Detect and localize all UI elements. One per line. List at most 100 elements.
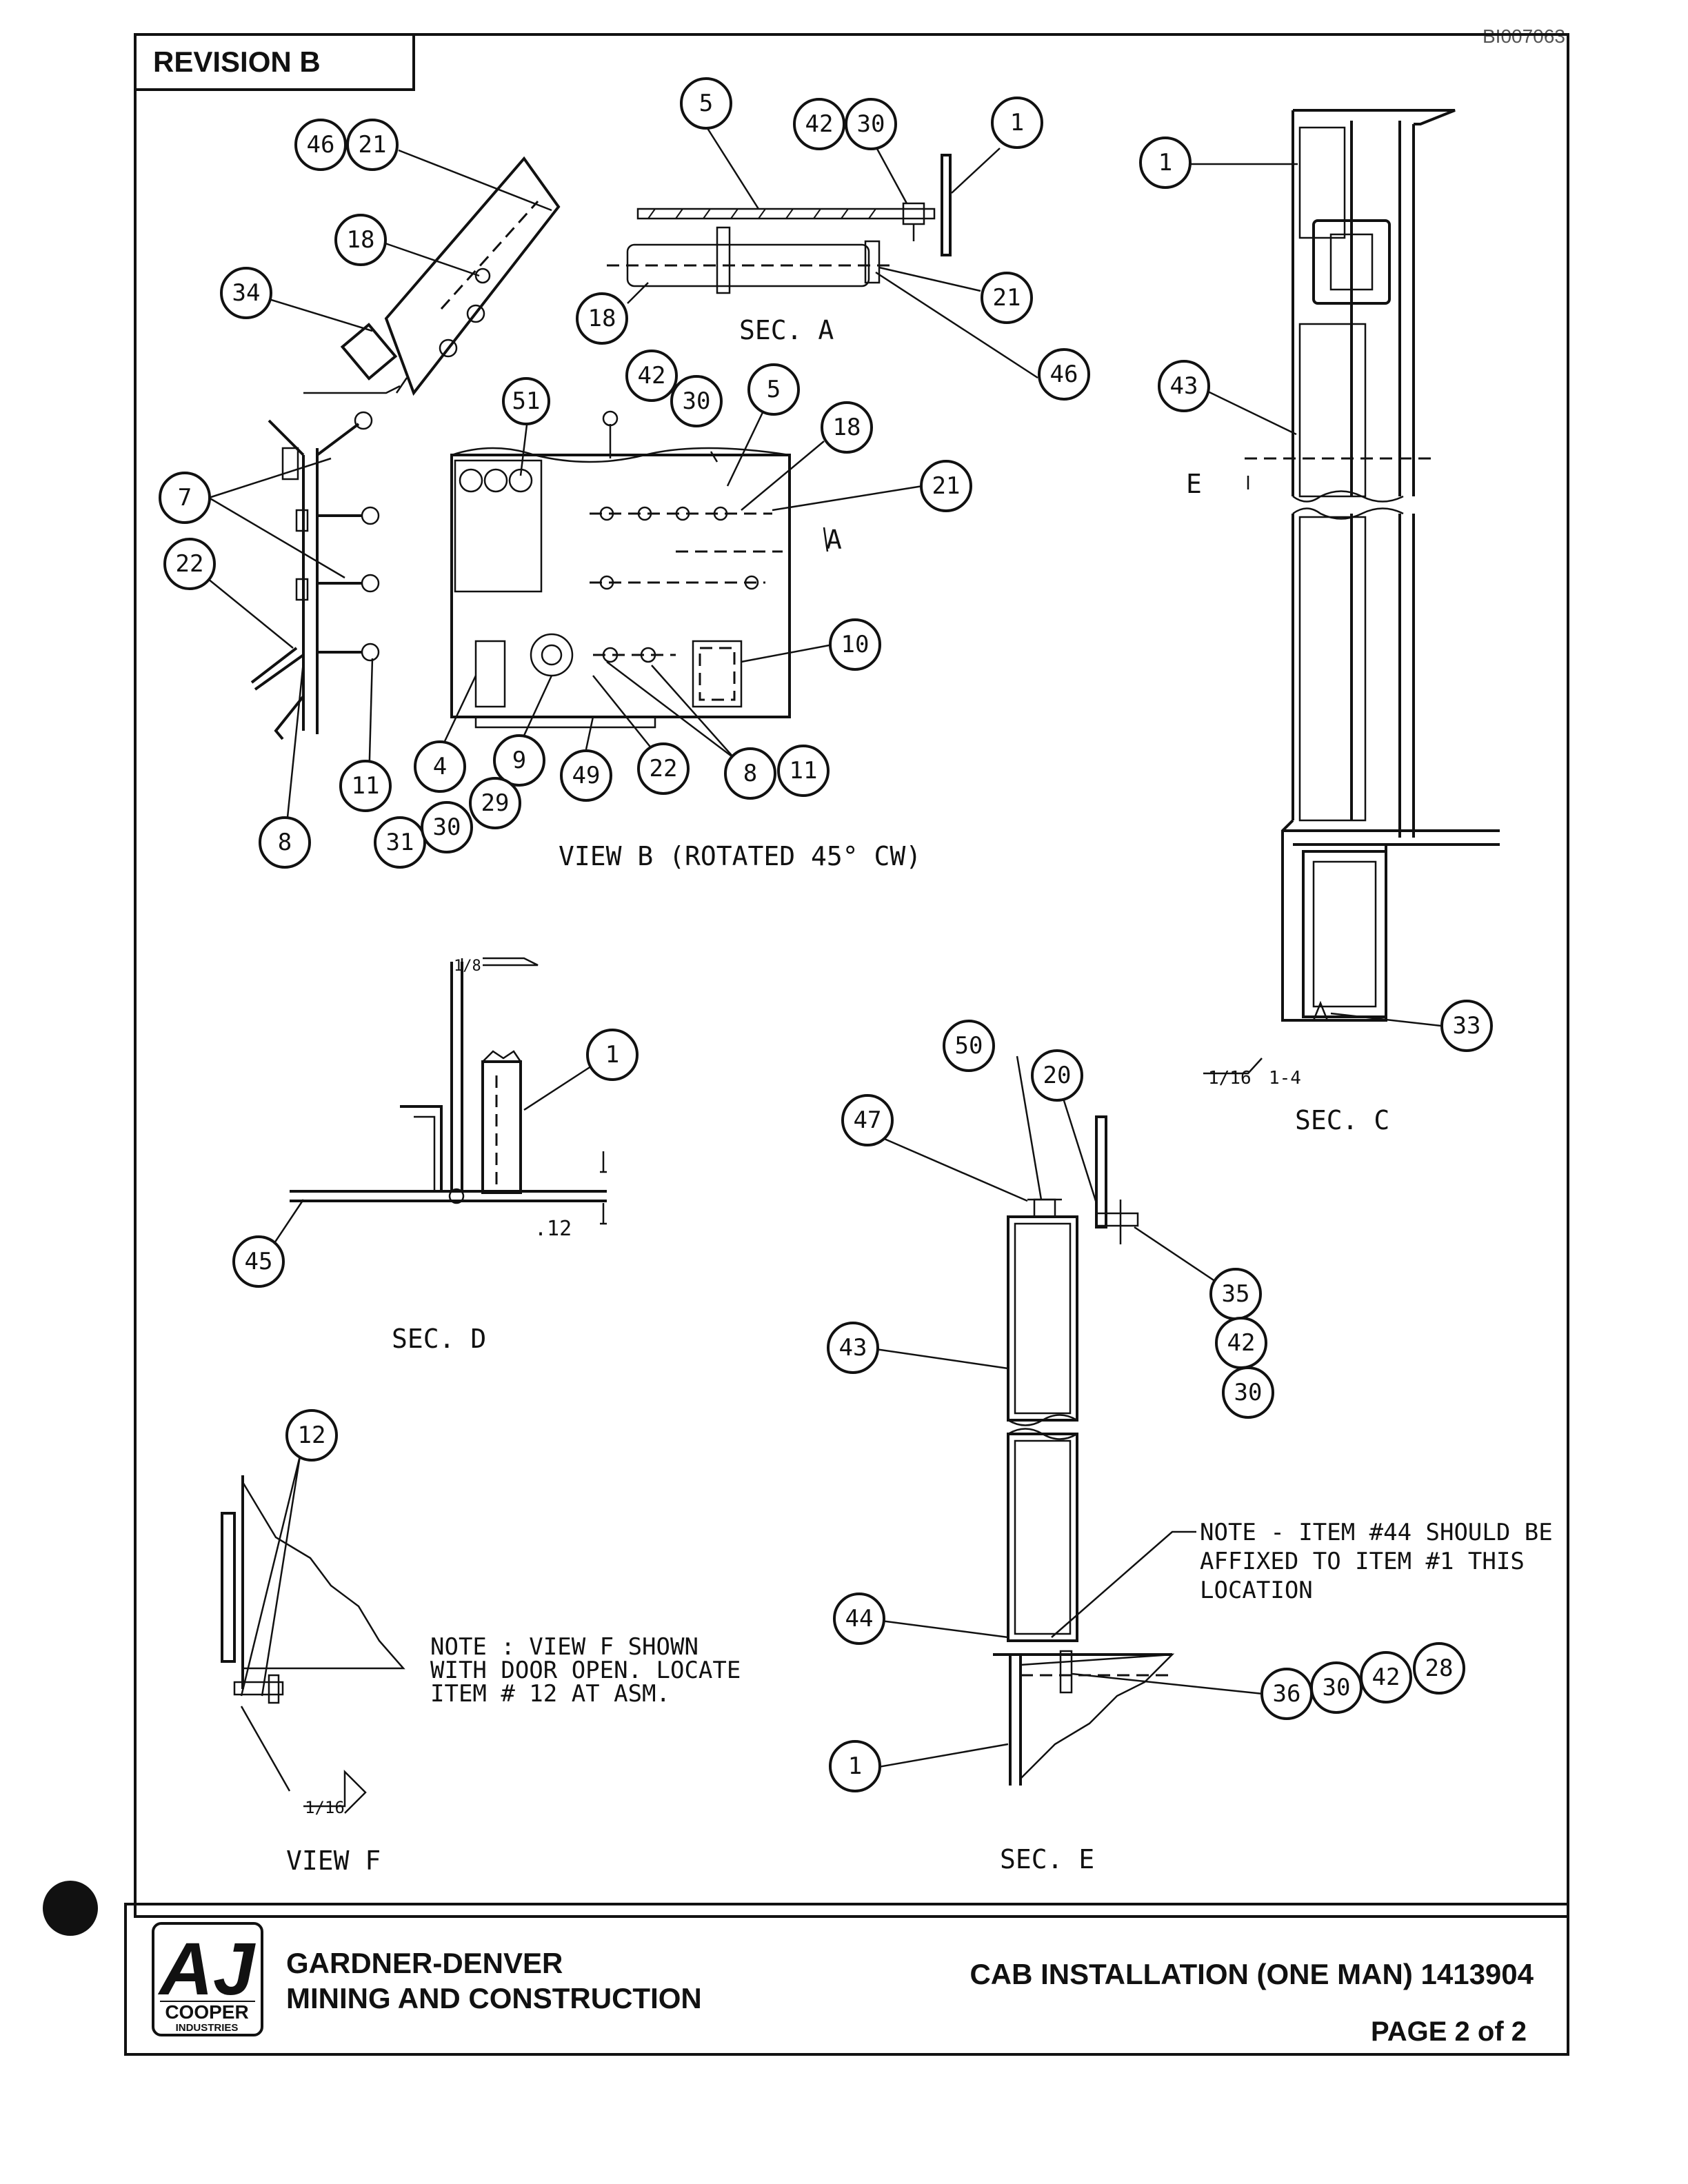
balloon-18a: 18	[334, 214, 387, 266]
balloon-11a: 11	[777, 745, 830, 797]
svg-text:18: 18	[833, 414, 861, 441]
left-rail-view	[250, 411, 380, 740]
svg-text:30: 30	[683, 387, 711, 415]
balloon-22b: 22	[637, 742, 690, 795]
section-e-marker: E	[1186, 469, 1202, 499]
section-c-view: E 1/16 1-4 SEC. C	[1186, 109, 1500, 1135]
balloon-43b: 43	[827, 1322, 879, 1374]
svg-text:30: 30	[857, 110, 885, 138]
svg-text:1: 1	[848, 1752, 862, 1780]
balloon-1e: 1	[829, 1740, 881, 1792]
svg-text:30: 30	[1234, 1379, 1263, 1406]
balloon-8a: 8	[724, 747, 776, 800]
svg-text:18: 18	[588, 305, 616, 332]
balloon-1a: 1	[991, 97, 1043, 149]
svg-text:46: 46	[307, 131, 335, 159]
weld-1-8: 1/8	[454, 958, 481, 975]
view-f-title: VIEW F	[286, 1846, 381, 1876]
svg-text:35: 35	[1222, 1280, 1250, 1308]
svg-text:44: 44	[845, 1605, 874, 1632]
svg-text:21: 21	[932, 472, 961, 500]
logo-industries: INDUSTRIES	[176, 2022, 239, 2034]
section-e-title: SEC. E	[1000, 1844, 1094, 1874]
svg-text:51: 51	[512, 387, 541, 415]
svg-text:1: 1	[1010, 109, 1024, 136]
svg-text:22: 22	[650, 755, 678, 782]
svg-text:34: 34	[232, 279, 261, 307]
view-f-view: 1/16 VIEW F NOTE : VIEW F SHOWN WITH DOO…	[221, 1475, 741, 1876]
revision-label: REVISION B	[153, 46, 321, 78]
revision-box	[134, 33, 415, 91]
balloon-30d: 30	[1222, 1366, 1274, 1419]
svg-text:49: 49	[572, 762, 601, 789]
balloon-30e: 30	[1310, 1661, 1363, 1714]
svg-text:42: 42	[1372, 1664, 1400, 1691]
logo-company: COOPER	[165, 2001, 248, 2023]
svg-text:5: 5	[767, 376, 781, 403]
svg-text:10: 10	[841, 631, 870, 658]
balloon-7: 7	[159, 472, 211, 524]
svg-text:11: 11	[790, 757, 818, 785]
svg-text:50: 50	[955, 1032, 983, 1060]
balloon-33: 33	[1440, 1000, 1493, 1052]
balloon-20: 20	[1031, 1049, 1083, 1102]
balloon-42a: 42	[793, 98, 845, 150]
svg-text:9: 9	[512, 747, 526, 774]
svg-text:18: 18	[347, 226, 375, 254]
balloon-46b: 46	[1038, 348, 1090, 401]
svg-text:22: 22	[176, 550, 204, 578]
balloon-21a: 21	[346, 119, 399, 171]
balloon-22a: 22	[163, 538, 216, 590]
punch-hole-mark	[43, 1881, 98, 1936]
balloon-1d: 1	[586, 1029, 639, 1081]
balloon-5b: 5	[747, 363, 800, 416]
balloon-51: 51	[502, 377, 550, 425]
svg-text:12: 12	[298, 1422, 326, 1449]
svg-text:8: 8	[278, 829, 292, 856]
svg-text:45: 45	[245, 1248, 273, 1275]
balloon-50: 50	[943, 1020, 995, 1072]
sec-e-note-line3: LOCATION	[1200, 1577, 1313, 1604]
balloon-5a: 5	[680, 77, 732, 130]
balloon-28: 28	[1413, 1642, 1465, 1695]
balloon-43a: 43	[1158, 360, 1210, 412]
view-f-note-line2: WITH DOOR OPEN. LOCATE	[430, 1657, 741, 1684]
balloon-47: 47	[841, 1094, 894, 1146]
balloon-10: 10	[829, 618, 881, 671]
balloon-11b: 11	[339, 760, 392, 812]
svg-text:1: 1	[1158, 149, 1172, 176]
svg-text:11: 11	[352, 772, 380, 800]
svg-text:21: 21	[359, 131, 387, 159]
balloon-49: 49	[560, 749, 612, 802]
cooper-logo: AJ COOPER INDUSTRIES	[152, 1922, 263, 2036]
view-b-title: VIEW B (ROTATED 45° CW)	[559, 841, 921, 871]
balloon-30c: 30	[421, 801, 473, 853]
dim-0-12: .12	[534, 1217, 572, 1241]
balloon-29: 29	[469, 777, 521, 829]
svg-text:30: 30	[1323, 1674, 1351, 1701]
balloon-18c: 18	[821, 401, 873, 454]
balloon-36: 36	[1260, 1668, 1313, 1720]
section-a-marker: A	[826, 525, 842, 555]
svg-text:42: 42	[805, 110, 834, 138]
svg-text:46: 46	[1050, 361, 1078, 388]
angled-plate-view	[303, 156, 561, 396]
svg-text:43: 43	[1170, 372, 1198, 400]
svg-text:8: 8	[743, 760, 757, 787]
balloon-44: 44	[833, 1593, 885, 1645]
drawing-title: CAB INSTALLATION (ONE MAN) 1413904	[969, 1958, 1534, 1990]
balloon-45: 45	[232, 1235, 285, 1288]
balloon-8b: 8	[259, 816, 311, 869]
balloon-1c: 1	[1139, 136, 1192, 189]
balloon-30a: 30	[845, 98, 897, 150]
section-c-title: SEC. C	[1295, 1105, 1389, 1135]
section-a-view: SEC. A	[607, 154, 952, 345]
logo-letters: AJ	[157, 1927, 256, 2010]
balloon-21b: 21	[981, 272, 1033, 324]
view-b-panel: A VIEW B (ROTATED 45° CW)	[450, 410, 921, 871]
title-block: AJ COOPER INDUSTRIES GARDNER-DENVER MINI…	[124, 1903, 1569, 2056]
svg-text:42: 42	[638, 362, 666, 390]
balloon-9: 9	[493, 734, 545, 787]
svg-text:30: 30	[433, 813, 461, 841]
